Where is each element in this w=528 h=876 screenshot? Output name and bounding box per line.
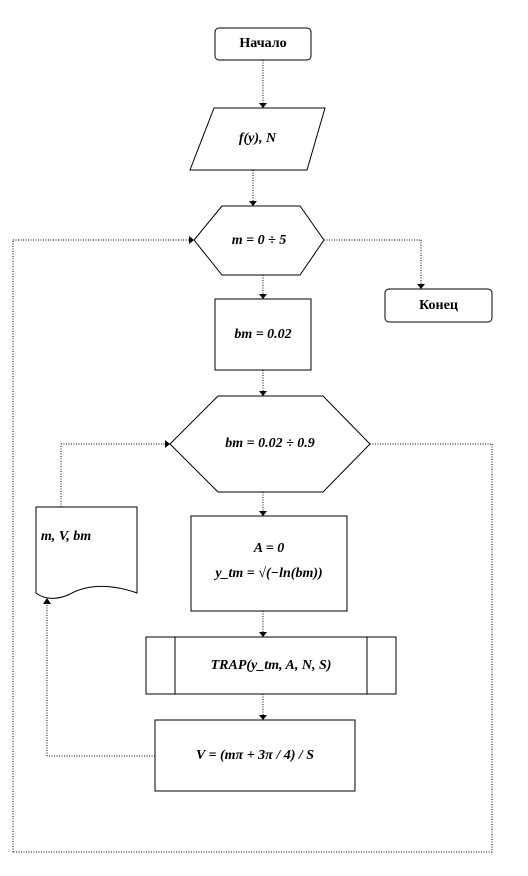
output-label: m, V, bm: [40, 529, 92, 544]
inner-loop-label: bm = 0.02 ÷ 0.9: [225, 436, 315, 451]
init-bm-box: [214, 298, 312, 371]
end-terminator: [384, 288, 493, 323]
assign-block: [190, 515, 348, 612]
connectors: [12, 60, 493, 853]
arrowheads: [43, 103, 425, 720]
compute-v-label: V = (mπ + 3π / 4) / S: [195, 747, 315, 763]
compute-v-box: [154, 719, 356, 792]
output-document: [35, 506, 138, 599]
init-bm-label: bm = 0.02: [234, 326, 292, 342]
start-label: Начало: [239, 36, 287, 51]
outer-loop-label: m = 0 ÷ 5: [231, 232, 287, 248]
assign-a-label: A = 0: [253, 541, 285, 556]
end-label: Конец: [419, 297, 458, 313]
input-parallelogram: [189, 107, 326, 171]
assign-ytm-label: y_tm = √(−ln(bm)): [215, 566, 323, 581]
input-label: f(y), N: [238, 131, 277, 146]
subroutine-label: TRAP(y_tm, A, N, S): [210, 657, 332, 673]
subroutine-box: [145, 636, 397, 695]
